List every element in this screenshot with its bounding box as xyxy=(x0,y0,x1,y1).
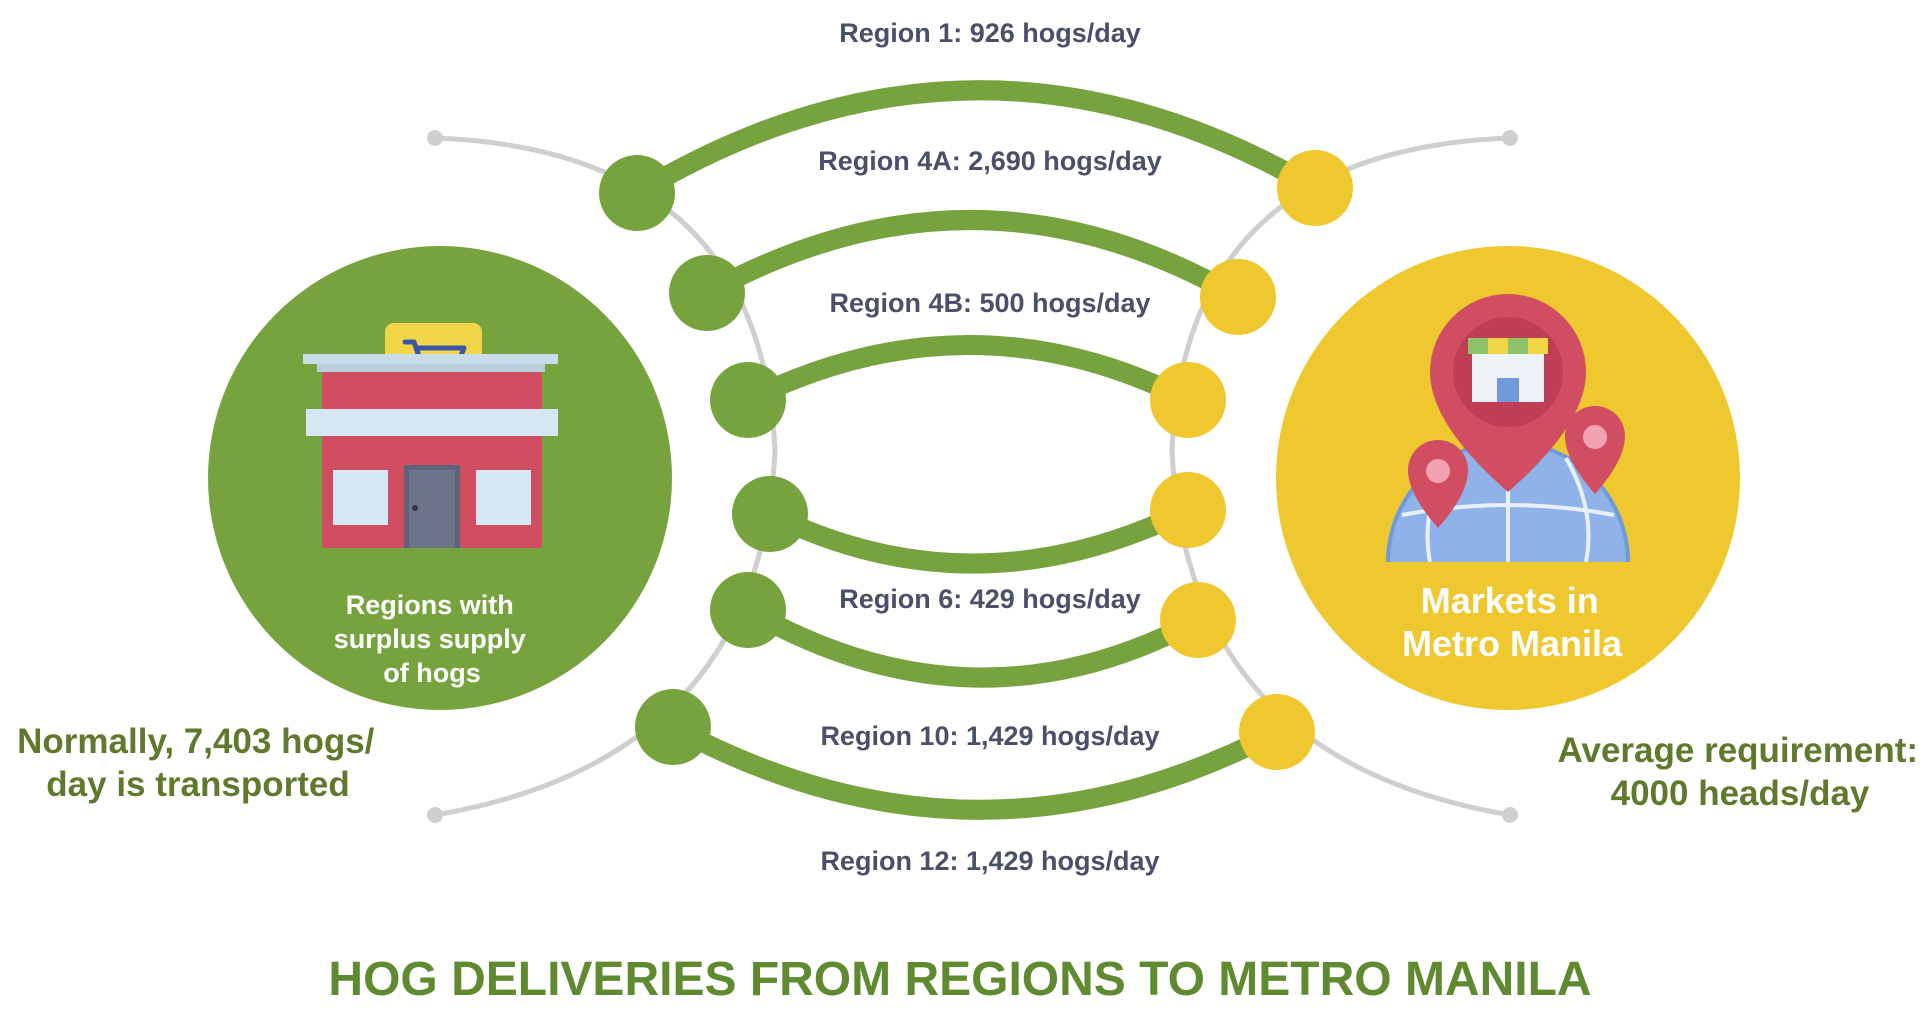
destination-label-line-1: Markets in xyxy=(1421,580,1599,621)
route-node-left-5 xyxy=(710,572,786,648)
right-nodes xyxy=(1150,150,1353,770)
route-node-right-4 xyxy=(1150,472,1226,548)
connector-end-dot-top-left xyxy=(427,130,443,146)
source-label-line-3: of hogs xyxy=(383,658,480,688)
route-label-region-12: Region 12: 1,429 hogs/day xyxy=(820,846,1159,876)
source-node: Regions with surplus supply of hogs xyxy=(208,246,672,710)
destination-note-line-2: 4000 heads/day xyxy=(1611,774,1870,813)
diagram-title: HOG DELIVERIES FROM REGIONS TO METRO MAN… xyxy=(328,953,1591,1006)
route-node-right-5 xyxy=(1160,582,1236,658)
route-arc-4 xyxy=(760,500,1198,574)
route-node-left-3 xyxy=(710,362,786,438)
destination-note: Average requirement: 4000 heads/day xyxy=(1558,731,1923,813)
route-label-region-6: Region 6: 429 hogs/day xyxy=(839,584,1141,614)
source-label: Regions with surplus supply of hogs xyxy=(334,590,531,688)
route-node-left-1 xyxy=(599,155,675,231)
route-node-left-6 xyxy=(635,689,711,765)
route-node-left-4 xyxy=(732,476,808,552)
route-node-right-2 xyxy=(1200,259,1276,335)
store-with-cart-icon xyxy=(303,323,558,548)
route-label-region-4a: Region 4A: 2,690 hogs/day xyxy=(818,146,1162,176)
source-note-line-2: day is transported xyxy=(46,765,349,804)
route-labels: Region 1: 926 hogs/day Region 4A: 2,690 … xyxy=(818,18,1162,876)
route-node-right-3 xyxy=(1150,362,1226,438)
connector-end-dot-top-right xyxy=(1502,130,1518,146)
route-arc-6 xyxy=(663,717,1287,820)
market-location-pins-icon xyxy=(1386,294,1630,563)
connector-end-dot-bottom-right xyxy=(1502,807,1518,823)
source-label-line-2: surplus supply xyxy=(334,624,526,654)
source-note: Normally, 7,403 hogs/ day is transported xyxy=(17,722,379,804)
destination-note-line-1: Average requirement: xyxy=(1558,731,1919,770)
route-label-region-4b: Region 4B: 500 hogs/day xyxy=(829,288,1150,318)
route-label-region-10: Region 10: 1,429 hogs/day xyxy=(820,721,1159,751)
route-arc-2 xyxy=(697,210,1248,307)
source-note-line-1: Normally, 7,403 hogs/ xyxy=(17,722,375,761)
route-node-right-1 xyxy=(1277,150,1353,226)
route-arcs xyxy=(627,80,1325,820)
route-node-left-2 xyxy=(669,255,745,331)
left-nodes xyxy=(599,155,808,765)
route-arc-5 xyxy=(738,600,1208,688)
source-label-line-1: Regions with xyxy=(346,590,514,620)
route-arc-3 xyxy=(738,335,1198,410)
destination-node: Markets in Metro Manila xyxy=(1276,246,1740,710)
route-label-region-1: Region 1: 926 hogs/day xyxy=(839,18,1141,48)
connector-end-dot-bottom-left xyxy=(427,807,443,823)
route-arc-1 xyxy=(627,80,1325,203)
destination-label-line-2: Metro Manila xyxy=(1402,623,1623,664)
route-node-right-6 xyxy=(1239,694,1315,770)
destination-label: Markets in Metro Manila xyxy=(1402,580,1623,664)
